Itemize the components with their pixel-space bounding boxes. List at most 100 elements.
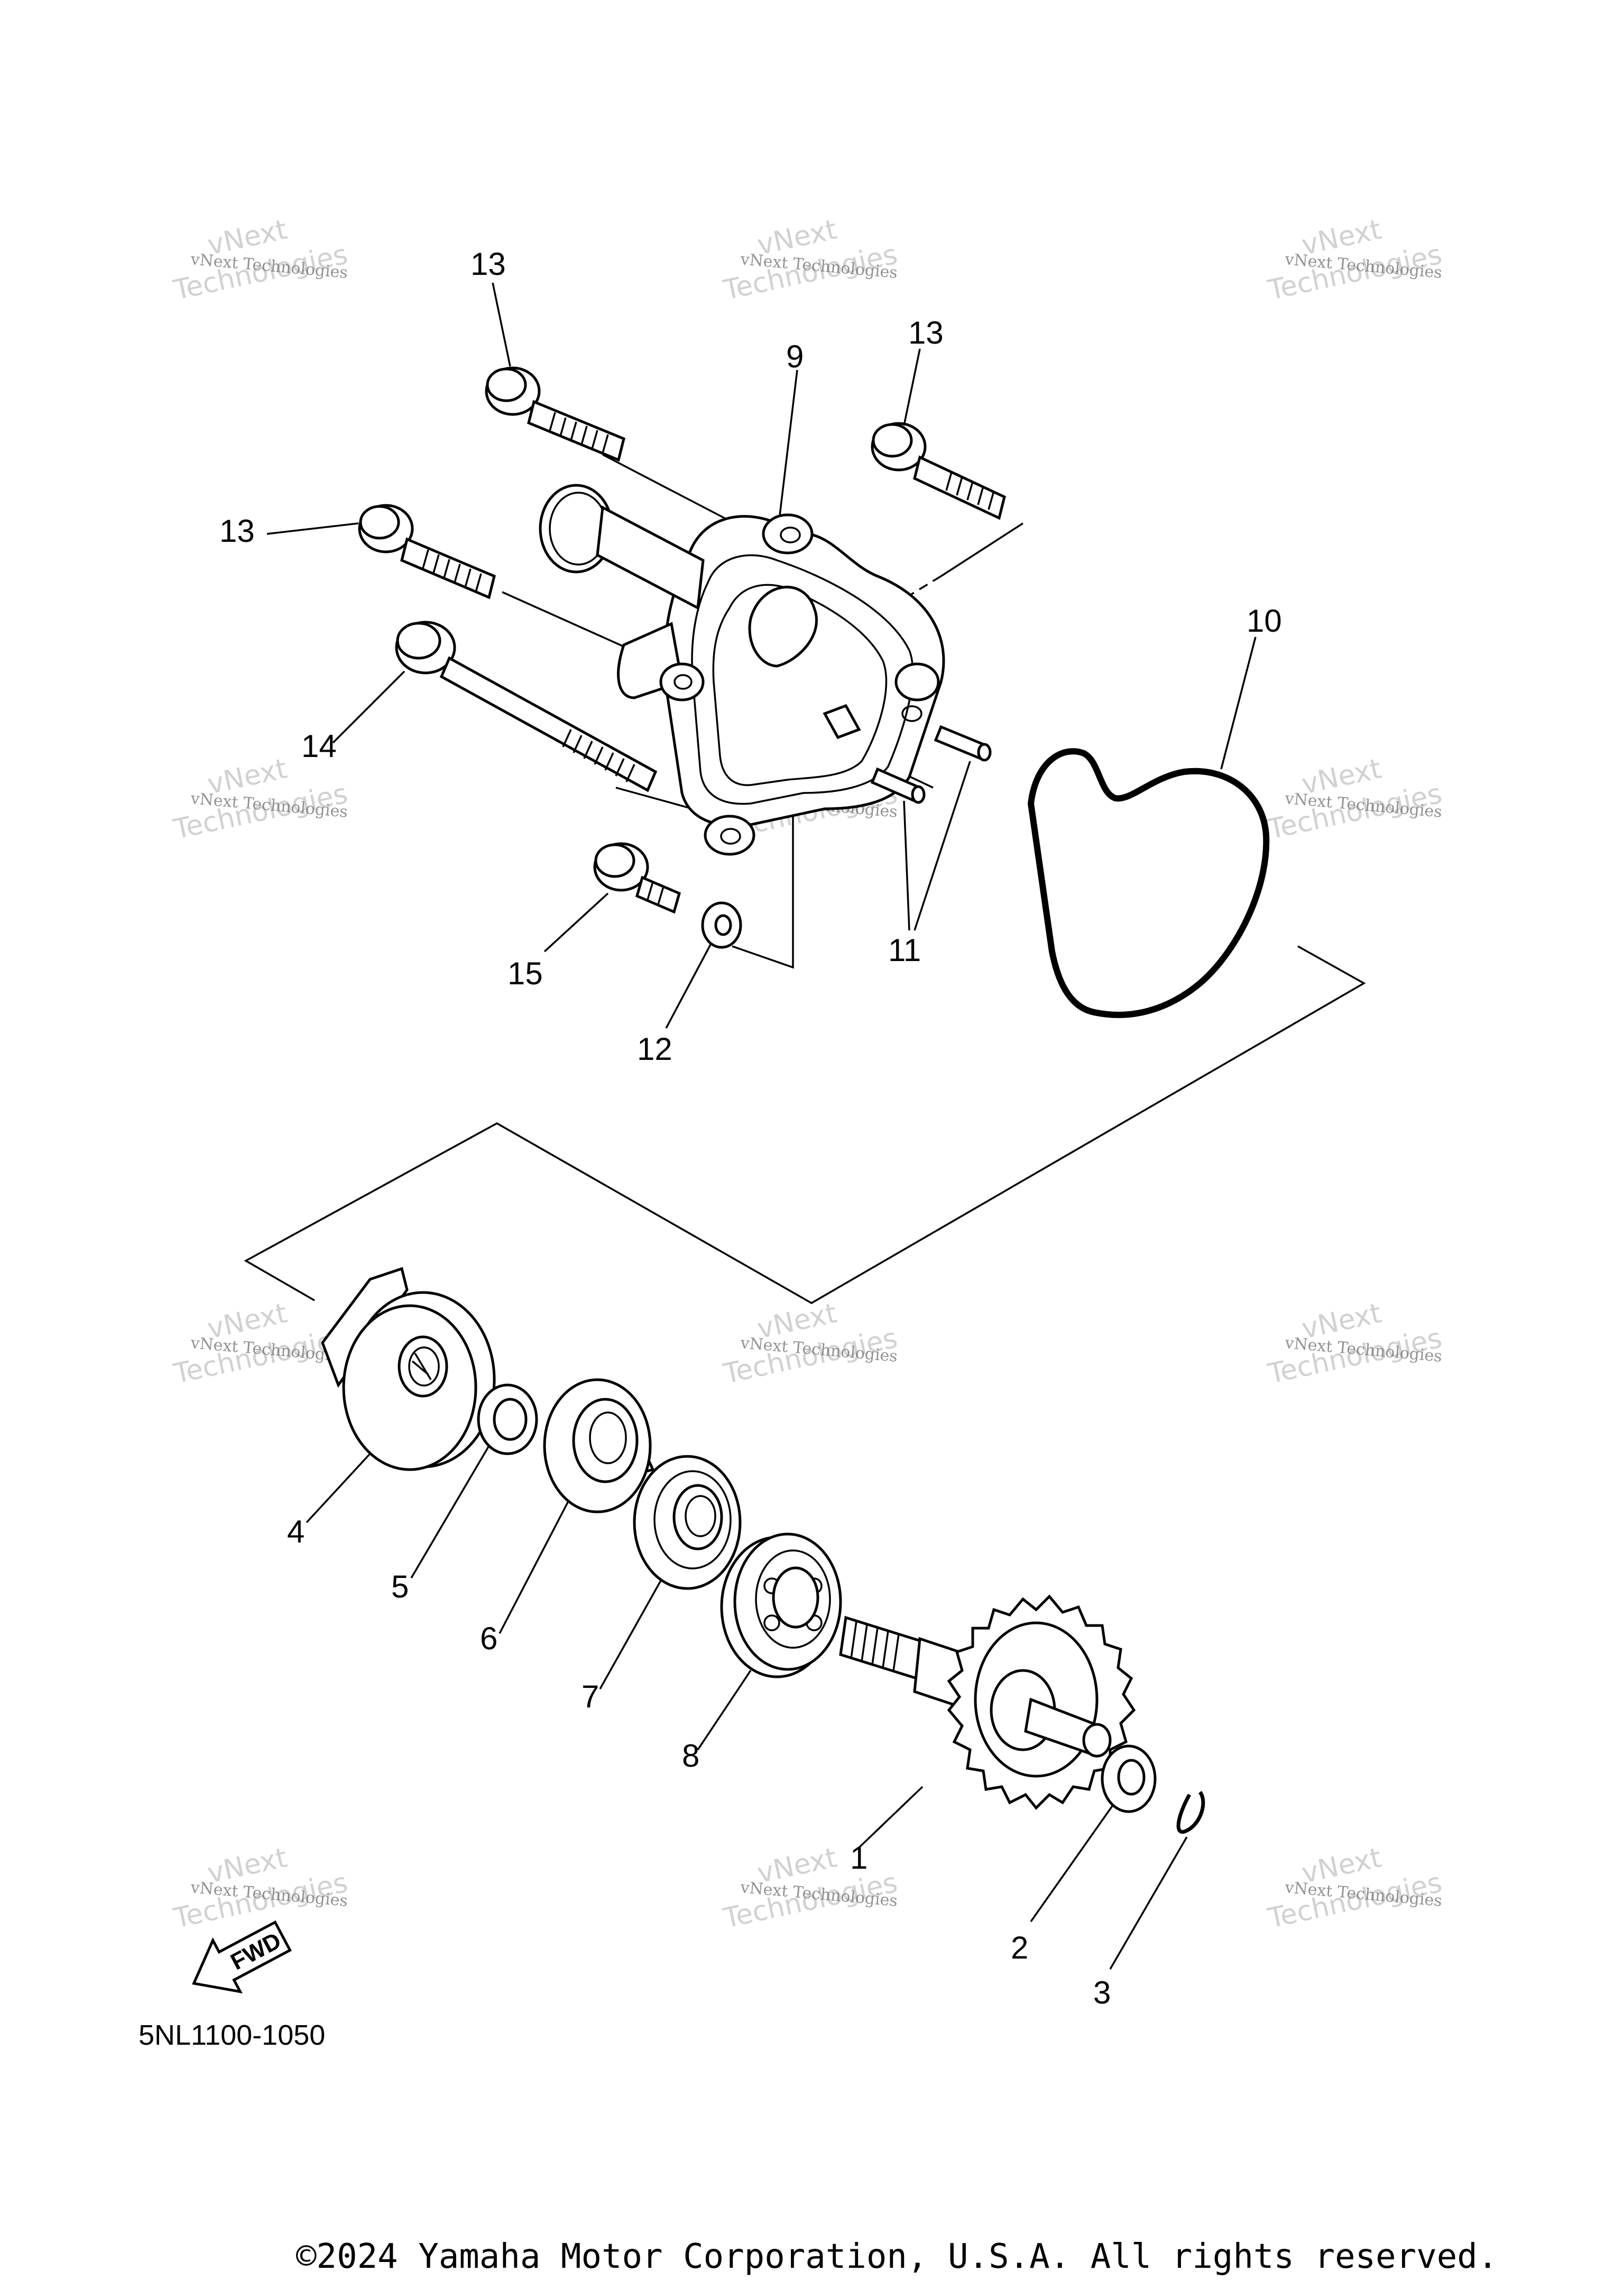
- washer-inner: [493, 1398, 528, 1441]
- shaft-thread: [850, 1621, 900, 1672]
- bolt-thread: [945, 472, 995, 510]
- oil-seal-6: [543, 1378, 655, 1513]
- bearing-7: [633, 1455, 742, 1590]
- bolt-13-left: [358, 504, 496, 599]
- cover-boss-top: [762, 513, 814, 555]
- washer-inner: [714, 914, 732, 936]
- bearing-bore: [685, 1495, 716, 1537]
- cover-drain-plug: [823, 704, 861, 740]
- dowel-pin-11-lower: [870, 767, 926, 804]
- callout-14: 14: [301, 728, 337, 764]
- impeller-hub-bore: [408, 1346, 440, 1387]
- callout-1: 1: [850, 1840, 868, 1876]
- watermark: Technologies vNext vNext Technologies: [171, 753, 350, 846]
- leader-1: [858, 1786, 924, 1849]
- bolt-head-top: [359, 505, 400, 540]
- cover-boss-right: [894, 662, 940, 701]
- pump-shaft-gear-1: [839, 1594, 1136, 1810]
- cover-boss-right-hole: [901, 705, 922, 722]
- watermark: Technologies vNext vNext Technologies: [171, 1842, 350, 1935]
- cover-boss-left: [659, 662, 705, 701]
- washer-2: [1101, 1744, 1157, 1813]
- bearing-race: [755, 1549, 831, 1649]
- callout-12: 12: [637, 1031, 672, 1067]
- cover-impeller-pocket: [748, 586, 818, 668]
- callout-6: 6: [480, 1621, 497, 1656]
- bearing-ball: [763, 1614, 780, 1631]
- callout-4: 4: [287, 1514, 304, 1549]
- bolt-head-top: [396, 622, 441, 660]
- callout-13c: 13: [219, 513, 255, 549]
- leader-2: [1030, 1804, 1114, 1923]
- callout-13b: 13: [908, 315, 944, 350]
- watermark: Technologies vNext vNext Technologies: [171, 214, 350, 307]
- watermark: Technologies vNext vNext Technologies: [721, 214, 900, 307]
- bolt-head-top: [872, 423, 913, 458]
- leader-4: [306, 1453, 371, 1523]
- washer-12: [701, 901, 742, 949]
- circlip-3: [1176, 1790, 1205, 1834]
- bearing-inner: [772, 1566, 819, 1629]
- guide-line-washer: [732, 788, 794, 969]
- drawing-code: 5NL1100-1050: [139, 2019, 325, 2051]
- dowel-pin-end: [911, 785, 926, 804]
- callout-11: 11: [888, 932, 921, 968]
- leader-15: [543, 892, 609, 953]
- leader-13c: [266, 522, 359, 535]
- oil-seal-lip: [572, 1398, 639, 1483]
- guide-line-bolt-right: [940, 522, 1023, 577]
- bolt-13-upper: [485, 366, 625, 462]
- leader-9: [779, 370, 798, 516]
- guide-line-long-bolt: [615, 787, 693, 810]
- bearing-race: [653, 1470, 732, 1569]
- dowel-pin-end: [977, 743, 992, 762]
- dowel-pin-11-upper: [934, 725, 992, 762]
- callout-2: 2: [1011, 1930, 1028, 1965]
- gasket-ring: [1027, 748, 1270, 1018]
- bolt-head-top: [594, 843, 635, 878]
- oil-seal-bore: [589, 1411, 627, 1464]
- callout-3: 3: [1093, 1975, 1111, 2010]
- bolt-14-long: [395, 621, 658, 792]
- leader-5: [410, 1445, 490, 1578]
- cover-boss-bottom: [704, 815, 755, 856]
- cover-boss-left-hole: [673, 674, 693, 690]
- callout-7: 7: [582, 1679, 599, 1714]
- leader-13b: [903, 348, 921, 426]
- callout-15: 15: [508, 956, 543, 991]
- bolt-15-short: [593, 842, 681, 914]
- watermark: Technologies vNext vNext Technologies: [1265, 1297, 1445, 1390]
- circlip-ring: [1176, 1790, 1205, 1834]
- callout-5: 5: [391, 1569, 409, 1604]
- guide-line-bolt-upper: [602, 454, 730, 522]
- bolt-shank: [635, 875, 681, 914]
- bolt-shank: [527, 400, 625, 462]
- leader-8: [697, 1670, 752, 1750]
- bolt-thread: [549, 412, 609, 454]
- cover-inner-rim: [691, 554, 914, 805]
- callout-13a: 13: [470, 246, 506, 282]
- leader-lines: [266, 282, 1257, 1970]
- bolt-13-right: [871, 422, 1006, 520]
- bolt-thread: [422, 549, 482, 593]
- washer-5: [477, 1383, 538, 1455]
- bolt-head-top: [486, 367, 527, 402]
- leader-7: [599, 1580, 662, 1689]
- watermark: Technologies vNext vNext Technologies: [1265, 1842, 1445, 1935]
- leader-13a: [492, 282, 511, 367]
- bolt-thread: [647, 881, 665, 905]
- watermarks: Technologies vNext vNext Technologies Te…: [171, 214, 1445, 1935]
- leader-14: [332, 670, 405, 744]
- impeller-4: [321, 1267, 496, 1471]
- bolt-shank: [400, 537, 496, 599]
- cover-outlet-pipe: [596, 505, 705, 610]
- watermark: Technologies vNext vNext Technologies: [721, 1297, 900, 1390]
- shaft-output-end: [1082, 1723, 1112, 1758]
- leader-6: [499, 1501, 569, 1634]
- bearing-8: [720, 1532, 842, 1678]
- fwd-arrow-shape: [192, 1920, 292, 1994]
- leader-3: [1109, 1836, 1188, 1970]
- bolt-shank: [439, 656, 658, 792]
